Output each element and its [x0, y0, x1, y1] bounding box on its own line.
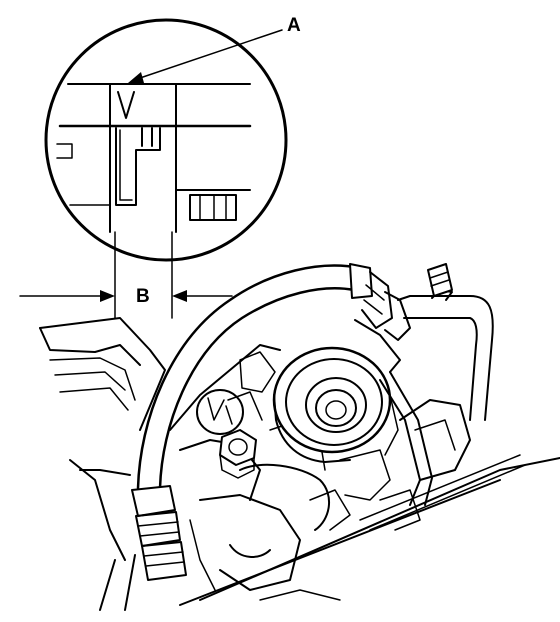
engine-block [169, 344, 471, 601]
drive-belt [379, 371, 433, 506]
dimension-b [19, 231, 233, 319]
engine-cover [39, 317, 560, 611]
tensioner-nut [219, 429, 257, 479]
callout-b: B [136, 286, 150, 307]
locator-circle [196, 389, 244, 435]
ac-line [397, 263, 494, 421]
leader-a [128, 29, 283, 83]
detail-magnifier [44, 18, 288, 262]
tensioner-pulley [272, 346, 399, 463]
ac-hose [131, 263, 411, 581]
callout-a: A [287, 15, 301, 36]
indicator-mark [207, 397, 233, 425]
